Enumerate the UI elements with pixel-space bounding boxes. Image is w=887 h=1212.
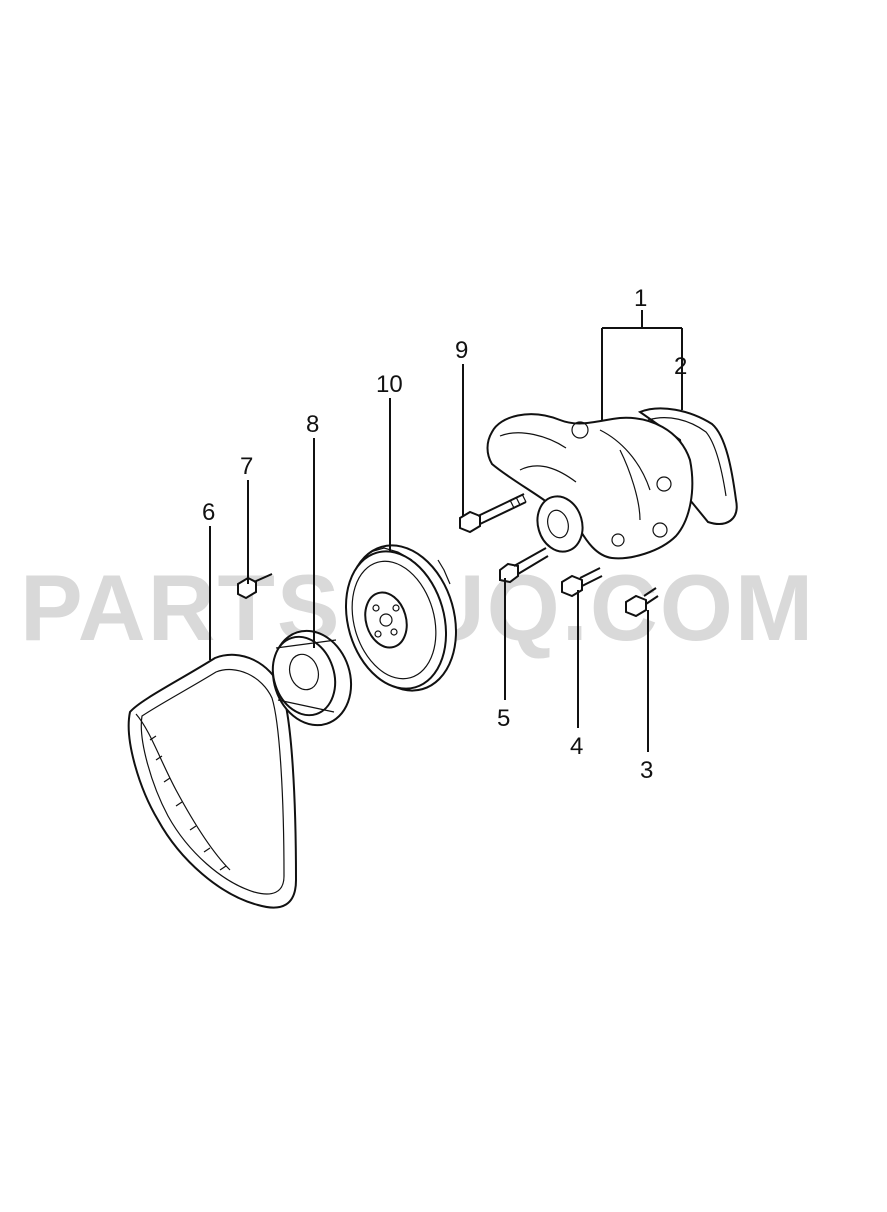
small-bolt xyxy=(237,573,273,600)
callout-9: 9 xyxy=(455,337,468,364)
long-bolt-9 xyxy=(459,493,527,534)
callout-8: 8 xyxy=(306,411,319,438)
leader-lines xyxy=(209,310,683,752)
bolt-3 xyxy=(625,587,659,618)
callout-labels: 1 2 9 10 8 7 6 5 4 3 xyxy=(202,285,687,784)
callout-1: 1 xyxy=(634,285,647,312)
callout-3: 3 xyxy=(640,757,653,784)
callout-10: 10 xyxy=(376,371,403,398)
callout-5: 5 xyxy=(497,705,510,732)
water-pump-assembly xyxy=(486,407,738,560)
crankshaft-pulley xyxy=(271,629,353,727)
callout-6: 6 xyxy=(202,499,215,526)
bolt-5 xyxy=(499,547,549,584)
drive-belt xyxy=(127,653,298,909)
water-pump-pulley xyxy=(344,544,457,692)
callout-7: 7 xyxy=(240,453,253,480)
callout-2: 2 xyxy=(674,353,687,380)
callout-4: 4 xyxy=(570,733,583,760)
